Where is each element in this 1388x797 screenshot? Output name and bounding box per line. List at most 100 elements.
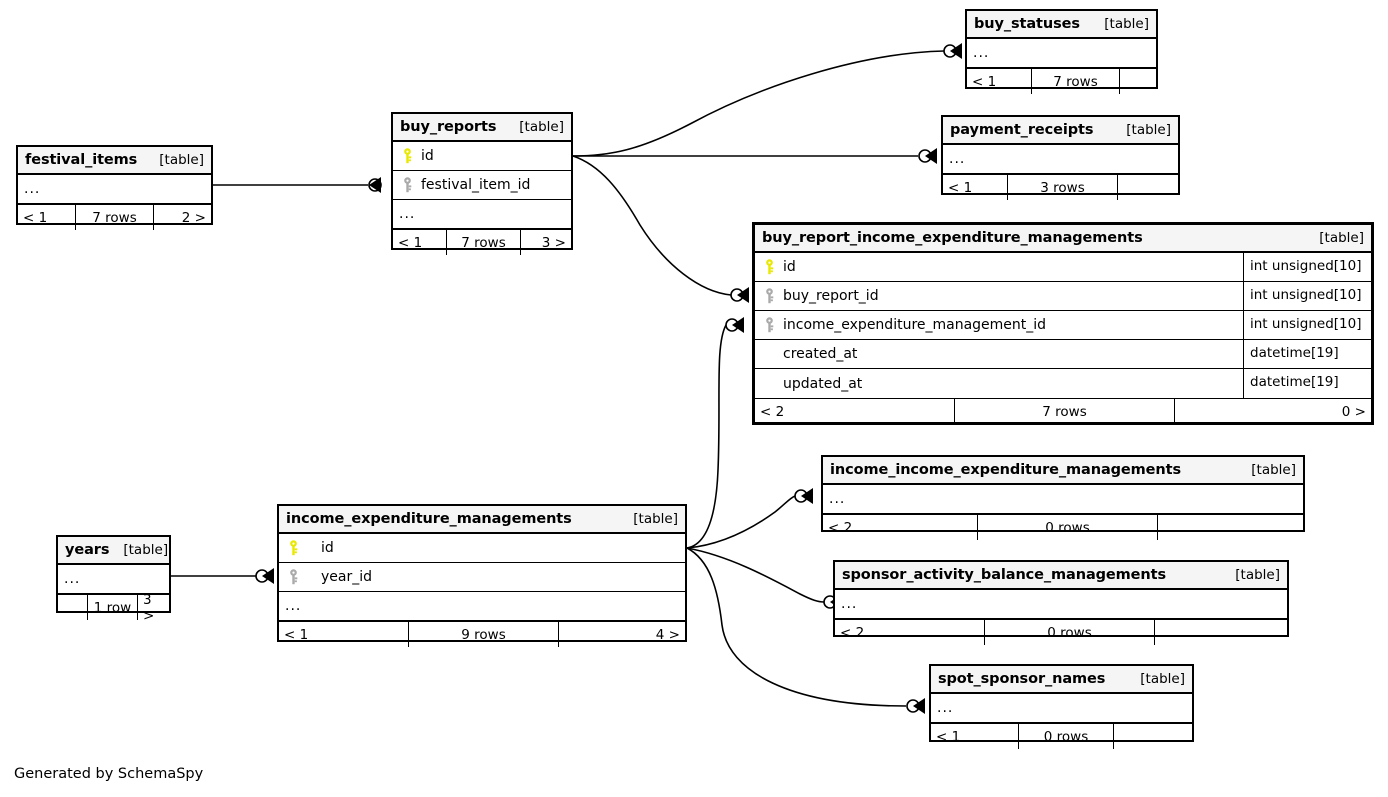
row-count: 3 rows	[1008, 175, 1118, 200]
hidden-columns-ellipsis: ...	[943, 145, 1178, 174]
table-income_income_expenditure_managements[interactable]: income_income_expenditure_managements[ta…	[821, 455, 1305, 540]
table-header-years: years[table]	[58, 537, 169, 565]
column-label: created_at	[783, 346, 858, 362]
parent-relation-count: < 2	[823, 515, 978, 540]
table-type-tag: [table]	[1104, 16, 1149, 32]
parent-relation-count: < 1	[943, 175, 1008, 200]
edge-circle-payment-receipts	[918, 149, 932, 163]
table-type-tag: [table]	[159, 152, 204, 168]
table-header-spot_sponsor_names: spot_sponsor_names [table]	[931, 666, 1192, 694]
hidden-columns-ellipsis: ...	[58, 565, 169, 594]
table-years[interactable]: years[table]...1 row 3 >	[56, 535, 171, 620]
column-name-cell: id	[755, 259, 1243, 275]
column-row-year_id[interactable]: year_id	[279, 563, 685, 592]
column-label: id	[421, 148, 434, 164]
child-relation-count: 3 >	[541, 234, 566, 251]
edge-iem-sabm	[686, 547, 825, 603]
column-label: updated_at	[783, 375, 863, 392]
crowsfoot-buy-statuses	[950, 43, 962, 59]
table-title: years	[65, 542, 110, 558]
edge-buy-reports-brieme	[572, 155, 732, 296]
parent-relation-count: < 1	[18, 205, 76, 230]
column-label: id	[321, 540, 334, 556]
parent-relation-count: < 2	[835, 620, 985, 645]
child-relation-count	[1114, 724, 1192, 749]
row-count: 7 rows	[76, 205, 154, 230]
row-count: 7 rows	[447, 230, 521, 255]
table-header-festival_items: festival_items[table]	[18, 147, 211, 175]
edge-circle-buy-statuses	[943, 44, 957, 58]
edge-circle-ssn	[906, 699, 920, 713]
hidden-columns-ellipsis: ...	[931, 694, 1192, 723]
crowsfoot-payment-receipts	[925, 148, 937, 164]
crowsfoot-brieme-buyreport	[737, 287, 749, 303]
table-body-years: ...	[58, 565, 169, 594]
hidden-columns-ellipsis: ...	[835, 590, 1287, 619]
column-name-cell: id	[279, 540, 685, 556]
row-count: 0 rows	[978, 515, 1158, 540]
primary-key-icon	[404, 148, 412, 164]
table-type-tag: [table]	[1140, 671, 1185, 687]
table-buy_report_income_expenditure_managements[interactable]: buy_report_income_expenditure_management…	[752, 222, 1374, 425]
row-count: 7 rows	[955, 399, 1175, 424]
table-title: spot_sponsor_names	[938, 671, 1106, 687]
column-name-cell: year_id	[279, 569, 685, 585]
hidden-columns-ellipsis: ...	[18, 175, 211, 204]
table-header-buy_statuses: buy_statuses[table]	[967, 11, 1156, 39]
parent-relation-count: < 1	[393, 230, 447, 255]
table-header-income_expenditure_managements: income_expenditure_managements[table]	[279, 506, 685, 534]
table-body-payment_receipts: ...	[943, 145, 1178, 174]
parent-relation-count	[58, 595, 88, 620]
hidden-columns-ellipsis: ...	[279, 592, 685, 621]
foreign-key-icon	[290, 569, 298, 585]
row-count: 7 rows	[1032, 69, 1120, 94]
table-income_expenditure_managements[interactable]: income_expenditure_managements[table]id y…	[277, 504, 687, 647]
crowsfoot-iem-year	[262, 568, 274, 584]
column-type: int unsigned[10]	[1243, 282, 1371, 310]
row-count: 0 rows	[1019, 724, 1114, 749]
table-header-payment_receipts: payment_receipts[table]	[943, 117, 1178, 145]
table-header-income_income_expenditure_managements: income_income_expenditure_managements[ta…	[823, 457, 1303, 485]
table-title: buy_reports	[400, 119, 497, 135]
foreign-key-icon	[766, 317, 774, 333]
edge-circle-iem-year	[255, 569, 269, 583]
column-name-cell: id	[393, 148, 571, 164]
table-type-tag: [table]	[1251, 462, 1296, 478]
parent-relation-count: < 1	[967, 69, 1032, 94]
column-row-festival_item_id[interactable]: festival_item_id	[393, 171, 571, 200]
child-relation-count: 4 >	[655, 626, 680, 643]
table-body-buy_reports: id festival_item_id...	[393, 142, 571, 229]
child-relation-count: 3 >	[143, 595, 155, 620]
row-count: 1 row	[88, 595, 138, 620]
table-body-income_income_expenditure_managements: ...	[823, 485, 1303, 514]
column-row-id[interactable]: id	[279, 534, 685, 563]
crowsfoot-ssn	[913, 698, 925, 714]
edge-circle-iieme	[794, 489, 808, 503]
table-sponsor_activity_balance_managements[interactable]: sponsor_activity_balance_managements[tab…	[833, 560, 1289, 645]
crowsfoot-brieme-iem	[732, 317, 744, 333]
table-footer-years: 1 row 3 >	[58, 594, 169, 620]
edge-circle-brieme-buyreport	[730, 288, 744, 302]
hidden-columns-ellipsis: ...	[823, 485, 1303, 514]
parent-relation-count: < 1	[931, 724, 1019, 749]
parent-relation-count: < 1	[279, 622, 409, 647]
hidden-columns-ellipsis: ...	[393, 200, 571, 229]
column-row-id[interactable]: id	[393, 142, 571, 171]
child-relation-count	[1155, 620, 1287, 645]
primary-key-icon	[290, 540, 298, 556]
